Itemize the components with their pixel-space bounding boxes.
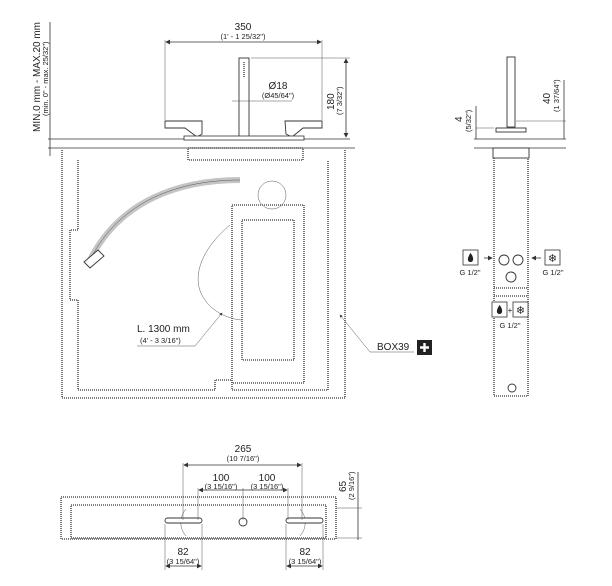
- plate-mm: 4: [454, 116, 465, 122]
- box-label: BOX39: [377, 342, 410, 353]
- right-spacing-in: (3 15/16"): [251, 482, 284, 491]
- right-slot-mm: 82: [299, 547, 311, 558]
- diverter: [257, 180, 287, 210]
- depth-mm: 65: [338, 480, 349, 492]
- valve-body: [231, 204, 305, 384]
- side-top-fitting: [492, 147, 530, 159]
- hose-length-mm: L. 1300 mm: [137, 324, 190, 335]
- side-plate: [495, 127, 527, 133]
- left-slot: [164, 517, 203, 524]
- svg-text:❄: ❄: [548, 253, 557, 265]
- spout-height-mm: 180: [326, 93, 337, 110]
- cold-port: [512, 254, 524, 266]
- cold-water-icon: ❄: [544, 249, 561, 266]
- offset-mm: 40: [542, 92, 553, 104]
- cold-inlet-size: G 1/2": [542, 268, 563, 277]
- box-outline: [61, 150, 346, 399]
- right-slot: [285, 517, 324, 524]
- right-handle: [284, 120, 323, 138]
- deck-plate: [183, 135, 305, 141]
- left-spacing-in: (3 15/16"): [205, 482, 238, 491]
- box-inner-outline: [69, 160, 329, 391]
- hot-port: [498, 254, 510, 266]
- hot-water-icon: [462, 249, 479, 266]
- svg-text:❄: ❄: [516, 305, 525, 317]
- overall-mm: 265: [235, 444, 252, 455]
- valve-cartridge: [241, 219, 295, 361]
- plus-icon: [417, 340, 432, 355]
- height-range-in: (min. 0" - max. 25/32"): [41, 41, 50, 116]
- shower-hose: [87, 177, 241, 262]
- hose-loop: [197, 224, 243, 321]
- left-slot-in: (3 15/64"): [167, 557, 200, 566]
- right-spacing-mm: 100: [259, 473, 276, 484]
- spout-height-in: (7 3/32"): [335, 86, 344, 115]
- hose-connector: [83, 249, 105, 269]
- outlet-port: [505, 271, 517, 283]
- overall-in: (10 7/16"): [227, 454, 260, 463]
- right-slot-in: (3 15/64"): [289, 557, 322, 566]
- hot-inlet-size: G 1/2": [459, 268, 480, 277]
- left-spacing-mm: 100: [213, 473, 230, 484]
- svg-text:+: +: [508, 306, 513, 315]
- front-view: MIN.0 mm - MAX.20 mm (min. 0" - max. 25/…: [32, 22, 432, 399]
- side-view: 4 (5/32") 40 (1 37/64") G 1/2" ❄ G 1/2" …: [454, 56, 566, 397]
- side-spout: [506, 56, 516, 128]
- width-in: (1' - 1 25/32"): [221, 32, 266, 41]
- left-handle: [164, 120, 203, 138]
- top-box-outline: [60, 496, 337, 540]
- top-view: 265 (10 7/16") 100 (3 15/16") 100 (3 15/…: [60, 444, 362, 570]
- offset-in: (1 37/64"): [552, 79, 561, 112]
- left-slot-mm: 82: [177, 547, 189, 558]
- mixed-outlet-size: G 1/2": [499, 321, 520, 330]
- height-range-mm: MIN.0 mm - MAX.20 mm: [32, 22, 43, 132]
- depth-in: (2 9/16"): [347, 471, 356, 500]
- mounting-rail: [187, 147, 304, 161]
- plate-in: (5/32"): [464, 109, 473, 132]
- side-box-outline: [493, 158, 529, 397]
- width-mm: 350: [235, 22, 252, 33]
- mixed-water-icon: + ❄: [491, 301, 529, 318]
- hose-length-in: (4' - 3 3/16"): [140, 336, 181, 345]
- diameter-in: (Ø45/64"): [262, 91, 295, 100]
- diameter-mm: Ø18: [269, 81, 288, 92]
